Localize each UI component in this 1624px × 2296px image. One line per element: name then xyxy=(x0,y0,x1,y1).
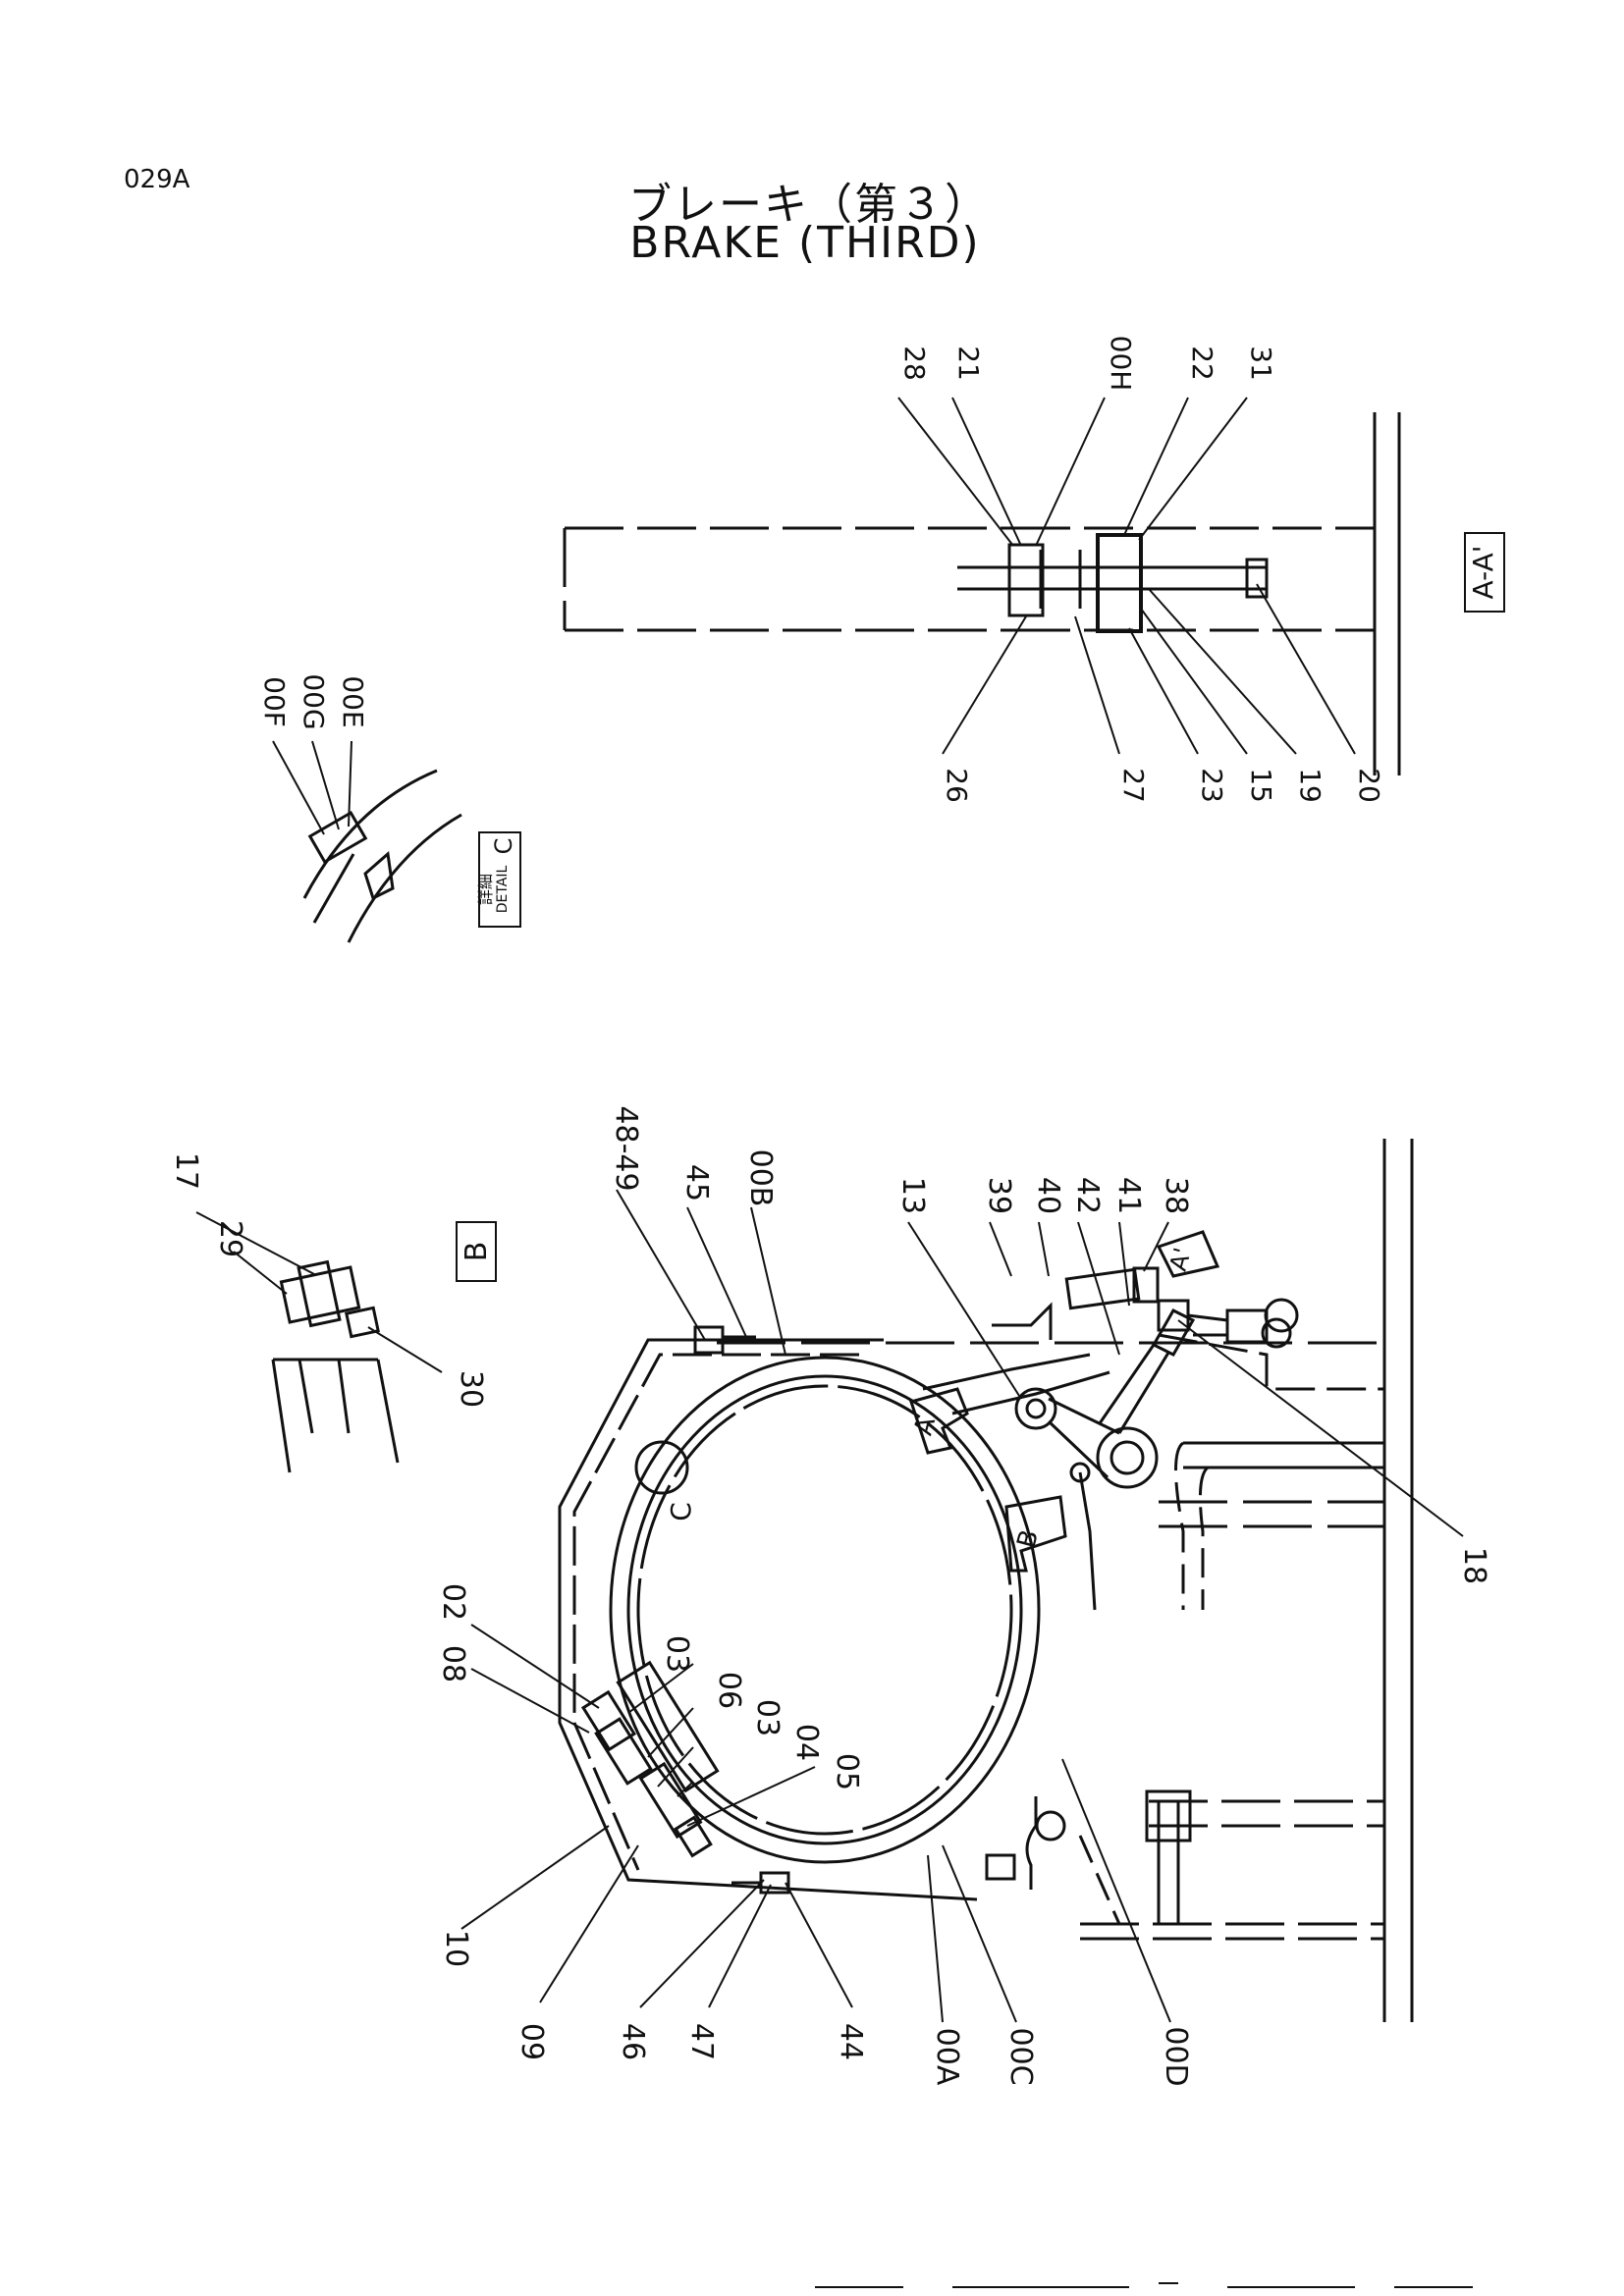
view-arrow-a-prime: A' xyxy=(1156,1230,1220,1278)
section-a-label: A-A' xyxy=(1464,532,1505,613)
detail-c-label: 詳細 DETAIL C xyxy=(476,831,521,928)
callout-18: 18 xyxy=(1457,1547,1491,1584)
callout-28: 28 xyxy=(898,346,931,381)
brake-guard xyxy=(558,1338,978,1901)
view-arrow-a: A xyxy=(908,1387,969,1455)
callout-09: 09 xyxy=(514,2023,549,2060)
detail-b-leaders xyxy=(195,1211,443,1373)
callout-17: 17 xyxy=(169,1152,203,1190)
callout-39: 39 xyxy=(982,1177,1016,1214)
section-a-callouts: 28 21 00H 22 31 26 27 23 15 19 20 xyxy=(898,336,1385,803)
callout-20: 20 xyxy=(1353,768,1385,803)
callout-10: 10 xyxy=(439,1930,473,1967)
detail-c-label-letter: C xyxy=(490,838,517,855)
callout-15: 15 xyxy=(1245,768,1277,803)
callout-48-49: 48-49 xyxy=(609,1105,643,1191)
brake-linkage xyxy=(922,1266,1299,1611)
callout-02: 02 xyxy=(436,1583,470,1621)
detail-c-marker xyxy=(634,1440,689,1495)
detail-c-marker-text: C xyxy=(665,1502,697,1522)
callout-00F: 00F xyxy=(258,676,291,727)
callout-05: 05 xyxy=(830,1753,864,1790)
callout-42: 42 xyxy=(1070,1177,1105,1214)
section-a-block-lower xyxy=(1096,533,1143,633)
callout-26: 26 xyxy=(941,768,973,803)
detail-b-label: B xyxy=(456,1221,497,1282)
callout-03a: 03 xyxy=(660,1635,694,1673)
detail-c-callouts: 00F 00G 00E xyxy=(258,673,369,729)
title-japanese: ブレーキ（第３） xyxy=(628,180,990,230)
callout-47: 47 xyxy=(684,2023,719,2060)
callout-45: 45 xyxy=(679,1164,714,1201)
callout-46: 46 xyxy=(616,2023,650,2060)
brake-drum xyxy=(609,1356,1041,1864)
callout-00G: 00G xyxy=(298,673,330,729)
callout-29: 29 xyxy=(213,1220,247,1257)
title-english: BRAKE (THIRD) xyxy=(629,218,981,268)
callout-00H: 00H xyxy=(1105,336,1137,392)
brake-band-outer xyxy=(609,1356,1041,1864)
section-a-view xyxy=(563,412,1401,775)
callout-19: 19 xyxy=(1294,768,1326,803)
section-a-leaders xyxy=(897,397,1356,755)
callout-22: 22 xyxy=(1186,346,1218,381)
detail-b-callouts: 17 29 30 xyxy=(169,1152,488,1408)
detail-b-view xyxy=(271,1259,400,1473)
callout-04: 04 xyxy=(789,1724,824,1761)
detail-c-label-en: DETAIL xyxy=(495,866,511,914)
callout-27: 27 xyxy=(1117,768,1150,803)
callout-41: 41 xyxy=(1111,1177,1146,1214)
callout-13: 13 xyxy=(895,1177,930,1214)
section-a-block-upper xyxy=(1007,543,1045,617)
bottom-edge-marks xyxy=(815,2282,1473,2288)
callout-38: 38 xyxy=(1159,1177,1193,1214)
section-a-rod xyxy=(957,565,1267,591)
detail-c-view xyxy=(302,769,462,943)
section-a-pin xyxy=(1039,550,1082,609)
detail-c-leaders xyxy=(272,740,352,835)
detail-b-label-text: B xyxy=(460,1242,494,1262)
callout-03b: 03 xyxy=(750,1699,785,1736)
main-leaders xyxy=(460,1189,1464,2023)
brake-anchor xyxy=(580,1325,790,1895)
section-a-bolt xyxy=(1245,558,1269,599)
view-arrow-b-text: B xyxy=(1011,1526,1045,1551)
main-view-frame xyxy=(717,1139,1414,2022)
page-code: 029A xyxy=(124,165,190,194)
callout-40: 40 xyxy=(1031,1177,1065,1214)
callout-00C: 00C xyxy=(1003,2027,1038,2085)
callout-21: 21 xyxy=(952,346,985,381)
detail-c-label-jp: 詳細 xyxy=(476,874,495,905)
callout-31: 31 xyxy=(1245,346,1277,381)
section-a-label-text: A-A' xyxy=(1467,546,1499,600)
brake-band-inner xyxy=(626,1374,1023,1845)
callout-00E: 00E xyxy=(337,675,369,727)
callout-00D: 00D xyxy=(1159,2026,1193,2086)
callout-06: 06 xyxy=(712,1672,746,1709)
callout-00A: 00A xyxy=(930,2028,964,2086)
callout-23: 23 xyxy=(1196,768,1228,803)
callout-44: 44 xyxy=(834,2023,868,2060)
brake-band-liner xyxy=(636,1384,1013,1836)
main-callouts: 48-49 45 00B 13 39 40 42 41 38 18 02 08 … xyxy=(436,1105,1491,2086)
callout-00B: 00B xyxy=(743,1149,778,1207)
callout-30: 30 xyxy=(454,1370,488,1408)
callout-08: 08 xyxy=(436,1645,470,1682)
section-a-housing xyxy=(563,526,1021,632)
